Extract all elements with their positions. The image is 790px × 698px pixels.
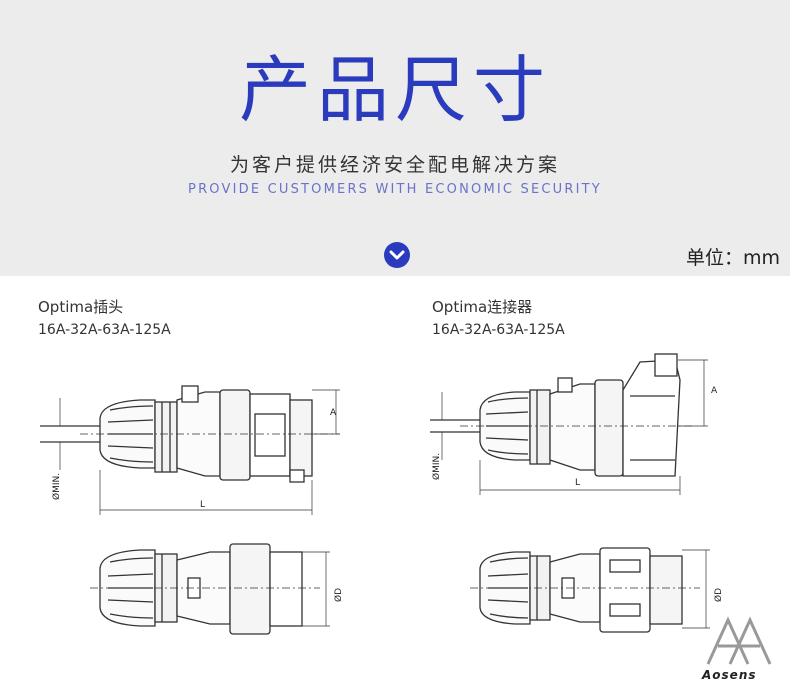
connector-side-view-drawing xyxy=(430,353,708,495)
dim-min-connector: ØMIN. xyxy=(432,452,442,480)
brand-logo-icon xyxy=(706,616,772,665)
product-rating-connector: 16A-32A-63A-125A xyxy=(432,322,565,338)
dim-d-connector: ØD xyxy=(714,587,724,602)
brand-logo-text: Aosens xyxy=(702,668,757,682)
page-title: 产品尺寸 xyxy=(238,48,551,132)
dim-l-plug: L xyxy=(200,500,206,510)
dim-min-plug: ØMIN. xyxy=(52,472,62,500)
connector-top-view-drawing xyxy=(470,547,710,633)
plug-side-view-drawing xyxy=(40,385,340,515)
dim-a-plug: A xyxy=(330,408,337,418)
page-subtitle: 为客户提供经济安全配电解决方案 xyxy=(229,154,560,176)
product-rating-plug: 16A-32A-63A-125A xyxy=(38,322,171,338)
product-name-plug: Optima插头 xyxy=(38,298,124,316)
unit-label: 单位：mm xyxy=(685,247,780,269)
header-band: 产品尺寸 为客户提供经济安全配电解决方案 PROVIDE CUSTOMERS W… xyxy=(0,0,790,276)
chevron-down-icon xyxy=(384,242,410,268)
plug-top-view-drawing xyxy=(90,543,330,635)
dim-d-plug: ØD xyxy=(334,587,344,602)
page-subtitle-english: PROVIDE CUSTOMERS WITH ECONOMIC SECURITY xyxy=(188,182,602,197)
dim-a-connector: A xyxy=(711,386,718,396)
dim-l-connector: L xyxy=(575,478,581,488)
product-name-connector: Optima连接器 xyxy=(432,298,533,316)
